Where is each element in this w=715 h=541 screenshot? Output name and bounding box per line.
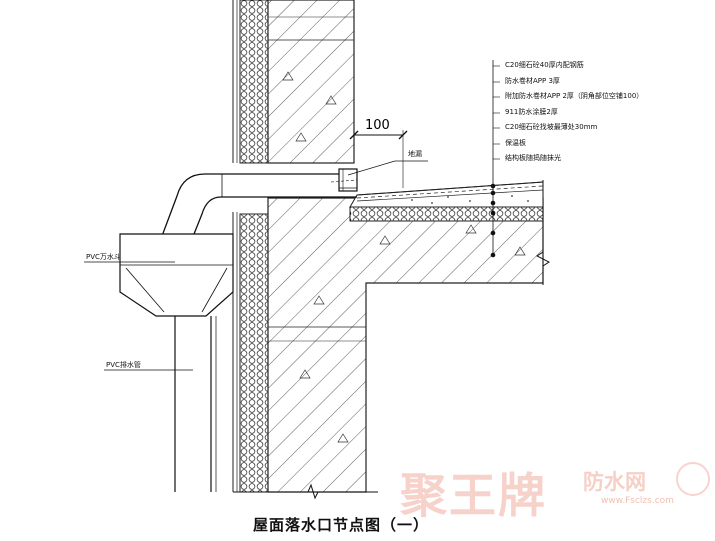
slab-break-line [536, 180, 550, 285]
watermark-url: www.Fsclzs.com [601, 496, 674, 506]
drawing-caption: 屋面落水口节点图（一） [253, 516, 430, 534]
watermark-logo-icon [676, 462, 710, 496]
lower-wall-and-slab [267, 197, 544, 493]
label-pvc-downpipe: PVC排水管 [106, 361, 141, 369]
roof-buildup-layers [349, 181, 544, 208]
label-layer-c20-topping: C20细石砼40厚内配钢筋 [505, 61, 584, 69]
drain-pipe [158, 168, 358, 245]
pvc-hopper [119, 233, 234, 317]
roof-insulation-board [349, 206, 544, 222]
label-layer-slope-screed: C20细石砼找坡最薄处30mm [505, 123, 598, 131]
hopper-pipe-leaders [84, 261, 193, 371]
watermark-brand: 聚王牌 [400, 469, 547, 524]
drain-leader [347, 160, 428, 176]
label-layer-structural-slab: 结构板随捣随抹光 [505, 154, 561, 162]
label-pvc-hopper: PVC万水斗 [86, 253, 121, 261]
upper-wall [267, 0, 355, 164]
bottom-break-line [233, 483, 378, 500]
label-layer-insulation-board: 保温板 [505, 139, 526, 147]
label-layer-app-membrane: 防水卷材APP 3厚 [505, 77, 560, 85]
wall-insulation-layer [239, 0, 269, 493]
watermark-subtitle: 防水网 [583, 470, 646, 494]
dimension-label: 100 [365, 118, 390, 133]
label-drain: 地漏 [408, 150, 422, 158]
label-layer-waterproof-coating: 911防水涂膜2厚 [505, 108, 558, 116]
dimension-100 [349, 130, 408, 188]
pvc-downpipe [174, 316, 217, 492]
label-layer-additional-membrane: 附加防水卷材APP 2厚（阴角部位空铺100） [505, 92, 644, 100]
layer-callout-leader [490, 60, 500, 258]
